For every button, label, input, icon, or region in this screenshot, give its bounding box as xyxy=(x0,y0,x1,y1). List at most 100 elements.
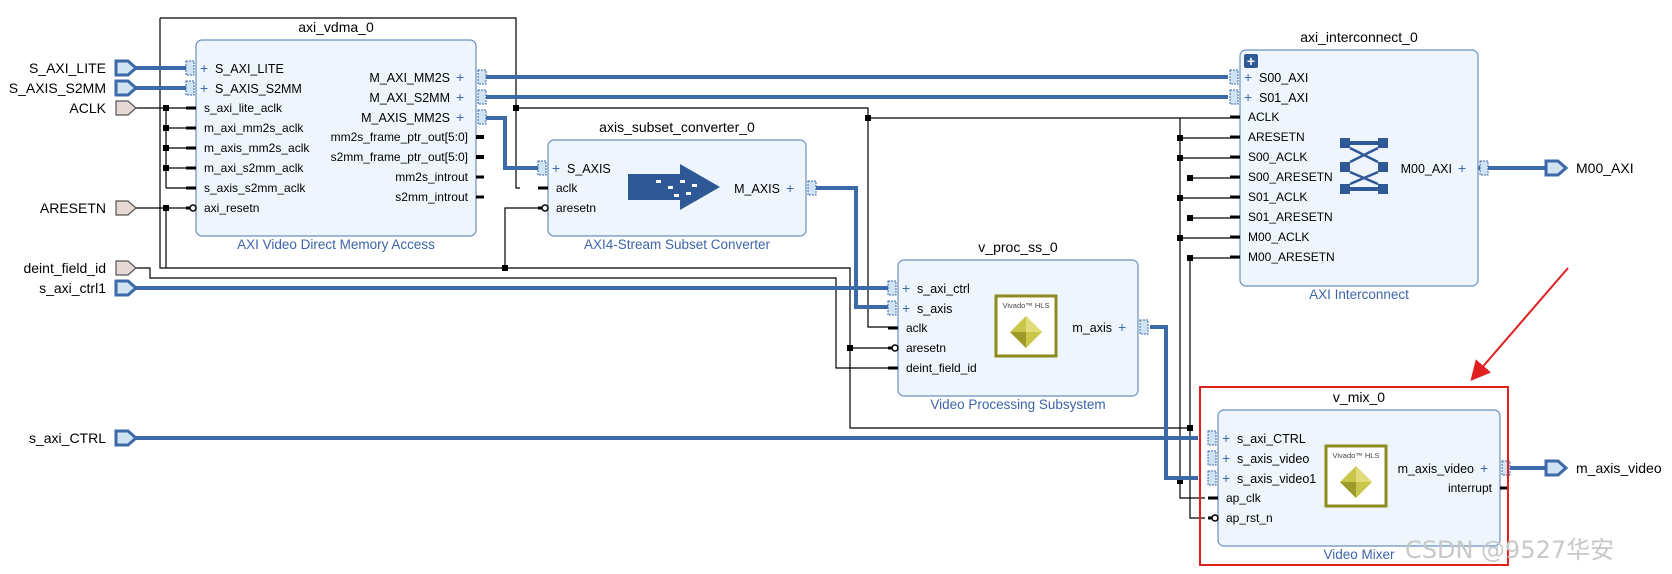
external-port-s_axi_ctrl1[interactable]: s_axi_ctrl1 xyxy=(39,279,139,297)
active-low-icon xyxy=(541,204,549,212)
external-port-aclk[interactable]: ACLK xyxy=(69,100,137,116)
vdma-port-label: m_axi_s2mm_aclk xyxy=(204,161,304,175)
vmix-port-label: ap_clk xyxy=(1226,491,1262,505)
vdma-port-label: M_AXIS_MM2S xyxy=(361,111,450,125)
bus-interface-icon[interactable] xyxy=(1501,460,1511,476)
subset-ip-name: AXI4-Stream Subset Converter xyxy=(584,237,771,252)
svg-text:S_AXI_LITE: S_AXI_LITE xyxy=(29,60,106,76)
plus-icon[interactable]: + xyxy=(1244,69,1252,85)
svg-text:s_axi_CTRL: s_axi_CTRL xyxy=(29,430,106,446)
plus-icon[interactable]: + xyxy=(1458,160,1466,176)
svg-text:S_AXIS_S2MM: S_AXIS_S2MM xyxy=(9,80,106,96)
vproc-port-label: m_axis xyxy=(1072,321,1112,335)
svg-text:+: + xyxy=(1247,53,1255,69)
subset-port-label: M_AXIS xyxy=(734,182,780,196)
bus-interface-icon[interactable] xyxy=(887,300,897,316)
bus-interface-icon[interactable] xyxy=(1139,319,1149,335)
plus-icon[interactable]: + xyxy=(200,60,208,76)
plus-icon[interactable]: + xyxy=(902,300,910,316)
interconnect-port-label: S00_AXI xyxy=(1259,71,1308,85)
subset-port-label: aclk xyxy=(556,181,578,195)
svg-text:Vivado™ HLS: Vivado™ HLS xyxy=(1003,301,1050,310)
vdma-port-label: s2mm_frame_ptr_out[5:0] xyxy=(331,150,468,164)
plus-icon[interactable]: + xyxy=(200,80,208,96)
interconnect-port-label: S00_ARESETN xyxy=(1248,170,1333,184)
vproc-port-label: s_axi_ctrl xyxy=(917,282,970,296)
plus-icon[interactable]: + xyxy=(1118,319,1126,335)
external-port-m_axis_video[interactable]: m_axis_video xyxy=(1544,459,1662,477)
bus-interface-icon[interactable] xyxy=(185,80,195,96)
plus-icon[interactable]: + xyxy=(1244,89,1252,105)
vproc-port-label: s_axis xyxy=(917,302,952,316)
expand-hierarchy-button[interactable]: + xyxy=(1244,53,1258,69)
bus-interface-icon[interactable] xyxy=(1229,89,1239,105)
svg-text:ACLK: ACLK xyxy=(69,100,106,116)
vmix-port-label: s_axis_video1 xyxy=(1237,472,1316,486)
vmix-instance-name: v_mix_0 xyxy=(1333,389,1385,405)
plus-icon[interactable]: + xyxy=(1222,430,1230,446)
interconnect-port-label: M00_ACLK xyxy=(1248,230,1309,244)
external-port-s_axi_lite[interactable]: S_AXI_LITE xyxy=(29,59,139,77)
plus-icon[interactable]: + xyxy=(1222,470,1230,486)
wire-junctions xyxy=(163,105,1193,484)
vdma-ip-name: AXI Video Direct Memory Access xyxy=(237,237,435,252)
plus-icon[interactable]: + xyxy=(456,69,464,85)
svg-text:M00_AXI: M00_AXI xyxy=(1576,160,1634,176)
plus-icon[interactable]: + xyxy=(552,160,560,176)
svg-text:Vivado™ HLS: Vivado™ HLS xyxy=(1333,451,1380,460)
bus-interface-icon[interactable] xyxy=(1207,450,1217,466)
crossbar-icon xyxy=(1340,138,1388,194)
bus-interface-icon[interactable] xyxy=(1207,430,1217,446)
vmix-ip-name: Video Mixer xyxy=(1323,547,1395,562)
bus-interface-icon[interactable] xyxy=(477,89,487,105)
interconnect-body[interactable] xyxy=(1239,49,1479,287)
plus-icon[interactable]: + xyxy=(1480,460,1488,476)
bus-interface-icon[interactable] xyxy=(477,69,487,85)
vproc-port-label: aresetn xyxy=(906,341,946,355)
external-port-deint_field_id[interactable]: deint_field_id xyxy=(23,260,137,276)
vdma-port-label: m_axis_mm2s_aclk xyxy=(204,141,310,155)
plus-icon[interactable]: + xyxy=(456,89,464,105)
vdma-port-label: mm2s_introut xyxy=(395,170,468,184)
external-port-s_axis_s2mm[interactable]: S_AXIS_S2MM xyxy=(9,79,139,97)
plus-icon[interactable]: + xyxy=(902,280,910,296)
bus-interface-icon[interactable] xyxy=(1207,470,1217,486)
interconnect-ip-name: AXI Interconnect xyxy=(1309,287,1409,302)
vdma-port-label: axi_resetn xyxy=(204,201,259,215)
vdma-port-label: S_AXI_LITE xyxy=(215,62,284,76)
vdma-port-label: M_AXI_MM2S xyxy=(369,71,450,85)
external-port-m00_axi[interactable]: M00_AXI xyxy=(1544,159,1634,177)
bus-interface-icon[interactable] xyxy=(537,160,547,176)
interconnect-port-label: ARESETN xyxy=(1248,130,1305,144)
external-port-aresetn[interactable]: ARESETN xyxy=(40,200,137,216)
vproc-port-label: deint_field_id xyxy=(906,361,977,375)
bus-interface-icon[interactable] xyxy=(1479,160,1489,176)
active-low-icon xyxy=(891,344,899,352)
svg-text:m_axis_video: m_axis_video xyxy=(1576,460,1662,476)
interconnect-port-label: S00_ACLK xyxy=(1248,150,1307,164)
bus-interface-icon[interactable] xyxy=(887,280,897,296)
interconnect-port-label: M00_AXI xyxy=(1401,162,1452,176)
bus-interface-icon[interactable] xyxy=(807,180,817,196)
bus-interface-icon[interactable] xyxy=(185,60,195,76)
bus-interface-icon[interactable] xyxy=(477,109,487,125)
plus-icon[interactable]: + xyxy=(456,109,464,125)
plus-icon[interactable]: + xyxy=(786,180,794,196)
vmix-port-label: interrupt xyxy=(1448,481,1493,495)
highlight-arrow xyxy=(1470,267,1569,382)
vivado-hls-logo-icon: Vivado™ HLS xyxy=(1324,444,1388,508)
bus-interface-icon[interactable] xyxy=(1229,69,1239,85)
vdma-port-label: s_axi_lite_aclk xyxy=(204,101,283,115)
vdma-port-label: S_AXIS_S2MM xyxy=(215,82,302,96)
active-low-icon xyxy=(189,204,197,212)
interconnect-instance-name: axi_interconnect_0 xyxy=(1300,29,1418,45)
interconnect-port-label: S01_ACLK xyxy=(1248,190,1307,204)
vdma-port-label: m_axi_mm2s_aclk xyxy=(204,121,304,135)
external-port-s_axi_ctrl[interactable]: s_axi_CTRL xyxy=(29,429,139,447)
plus-icon[interactable]: + xyxy=(1222,450,1230,466)
subset-port-label: S_AXIS xyxy=(567,162,611,176)
